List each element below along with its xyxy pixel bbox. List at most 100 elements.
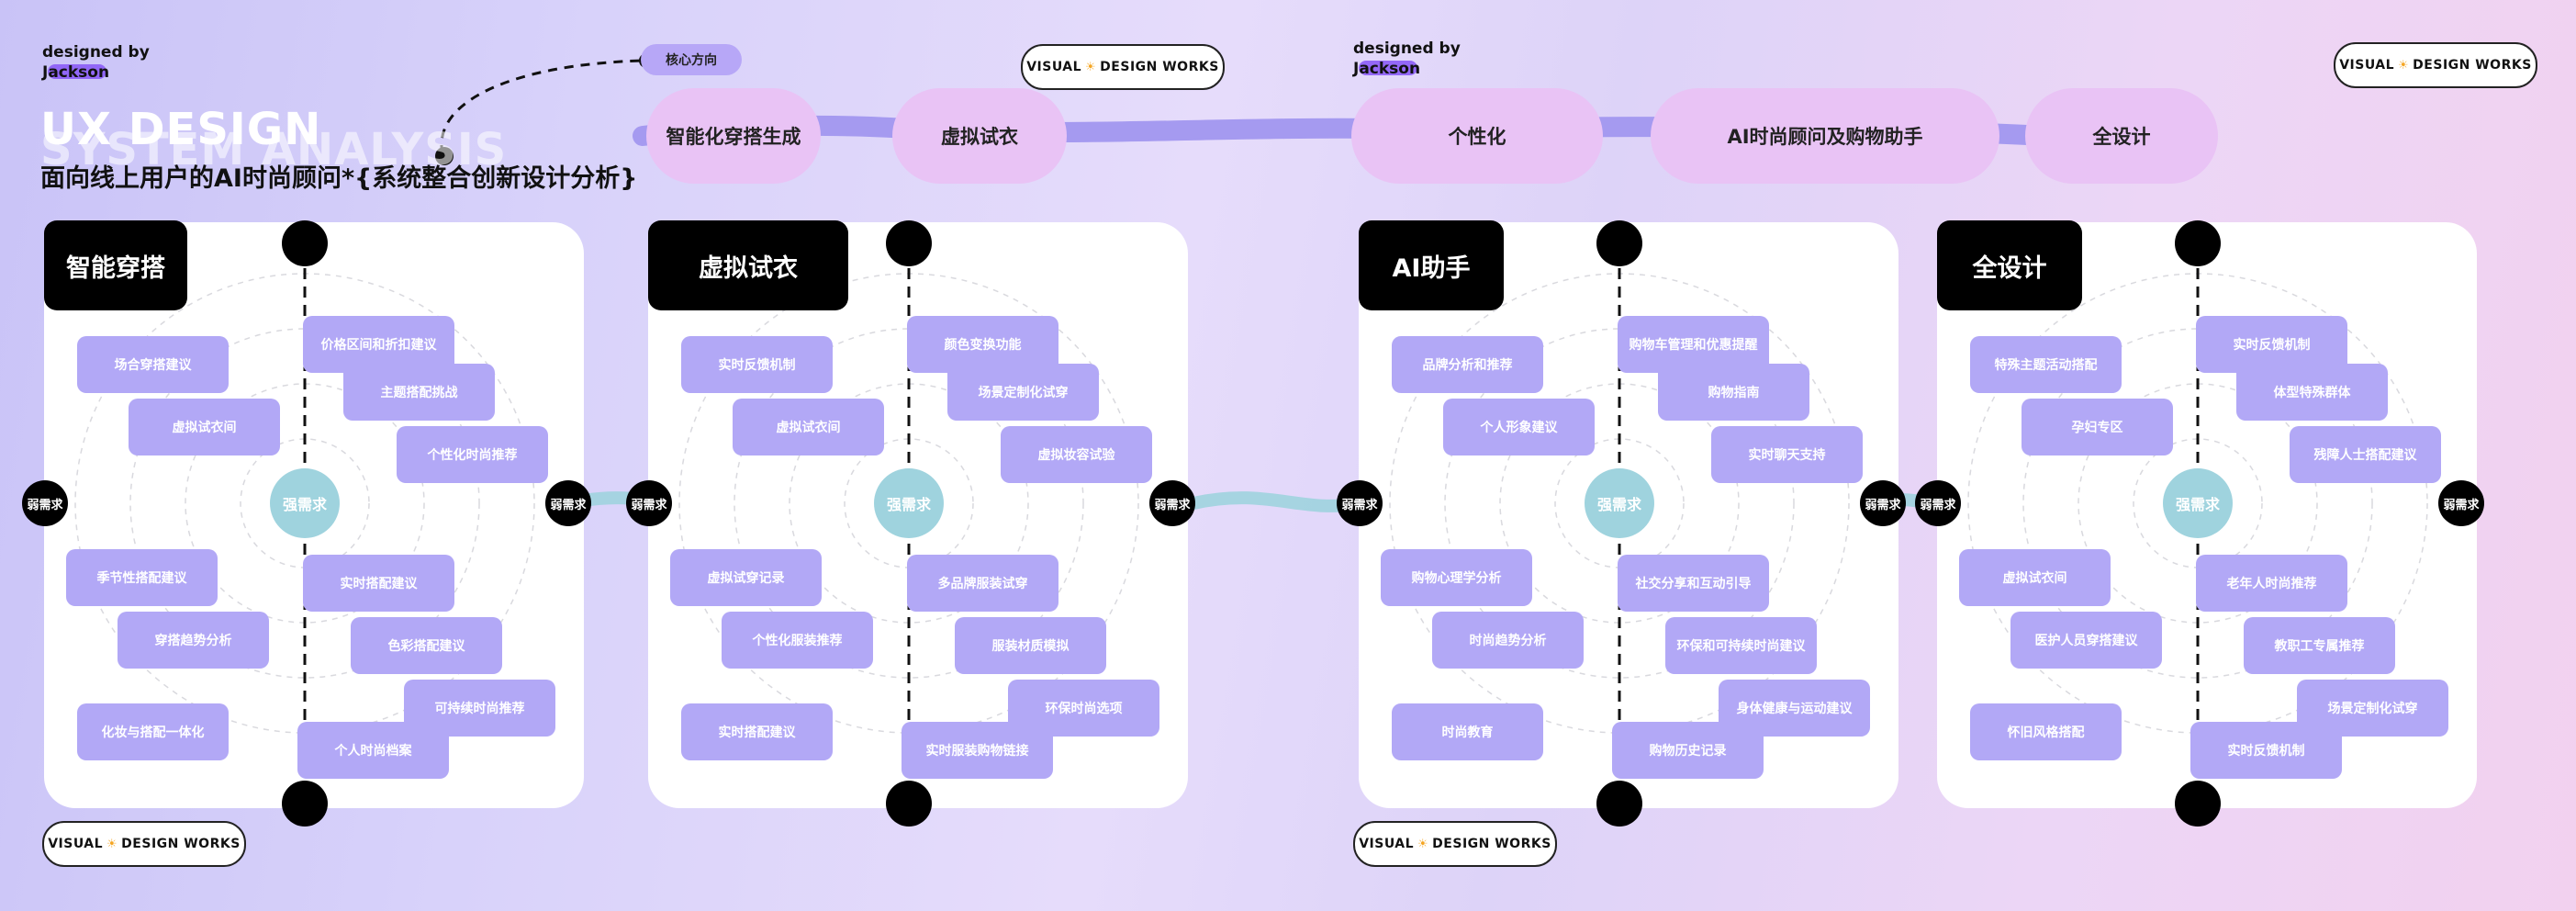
need-tag: 时尚教育 — [1392, 703, 1543, 760]
need-tag: 主题搭配挑战 — [343, 364, 495, 421]
sun-icon: ☀ — [2398, 58, 2410, 73]
need-tag: 多品牌服装试穿 — [907, 555, 1058, 612]
need-tag: 个性化时尚推荐 — [397, 426, 548, 483]
need-tag: 服装材质模拟 — [955, 617, 1106, 674]
weak-demand-node: 弱需求 — [22, 480, 68, 526]
ux-title: UX DESIGN — [40, 104, 322, 155]
designed-by-left: designed by Jackson — [42, 42, 150, 83]
need-tag: 实时聊天支持 — [1711, 426, 1863, 483]
need-tag: 医护人员穿搭建议 — [2010, 612, 2162, 669]
need-tag: 个人形象建议 — [1443, 399, 1595, 456]
need-tag: 虚拟试穿记录 — [670, 549, 822, 606]
need-tag: 购物心理学分析 — [1381, 549, 1532, 606]
need-tag: 虚拟妆容试验 — [1001, 426, 1152, 483]
weak-demand-node: 弱需求 — [1915, 480, 1961, 526]
need-tag: 色彩搭配建议 — [351, 617, 502, 674]
pill-virtual-tryon: 虚拟试衣 — [892, 88, 1067, 184]
designer-name: Jackson — [42, 63, 110, 82]
need-tag: 虚拟试衣间 — [733, 399, 884, 456]
ring — [1444, 328, 1795, 679]
need-tag: 体型特殊群体 — [2236, 364, 2388, 421]
need-tag: 怀旧风格搭配 — [1970, 703, 2122, 760]
need-tag: 教职工专属推荐 — [2244, 617, 2395, 674]
need-tag: 特殊主题活动搭配 — [1970, 336, 2122, 393]
axis-top-dot — [886, 220, 932, 266]
need-tag: 老年人时尚推荐 — [2196, 555, 2347, 612]
sun-icon: ☀ — [1417, 837, 1429, 851]
card-title: 虚拟试衣 — [648, 220, 848, 310]
designed-by-text: designed by — [1353, 39, 1461, 58]
axis-bottom-dot — [1596, 781, 1642, 827]
need-tag: 孕妇专区 — [2022, 399, 2173, 456]
axis-bottom-dot — [886, 781, 932, 827]
brand-badge-bottom-center: VISUAL ☀ DESIGN WORKS — [1353, 821, 1557, 867]
weak-demand-node: 弱需求 — [626, 480, 672, 526]
weak-demand-node: 弱需求 — [1149, 480, 1195, 526]
need-tag: 个人时尚档案 — [297, 722, 449, 779]
axis-bottom-dot — [282, 781, 328, 827]
need-tag: 化妆与搭配一体化 — [77, 703, 229, 760]
brand-badge-top-center: VISUAL ☀ DESIGN WORKS — [1021, 44, 1225, 90]
ux-subtitle: SYSTEM ANALYSIS — [40, 124, 508, 175]
pill-personalization: 个性化 — [1351, 88, 1603, 184]
ring — [734, 328, 1084, 679]
brand-badge-word-visual: VISUAL — [1026, 60, 1082, 74]
strong-demand-node: 强需求 — [2163, 468, 2233, 538]
brand-badge-word-design: DESIGN WORKS — [121, 837, 241, 851]
pill-smart-outfit: 智能化穿搭生成 — [646, 88, 821, 184]
need-tag: 实时反馈机制 — [681, 336, 833, 393]
need-tag: 购物历史记录 — [1612, 722, 1764, 779]
core-arrow-start-dot — [435, 147, 454, 165]
weak-demand-node: 弱需求 — [1860, 480, 1906, 526]
need-tag: 环保和可持续时尚建议 — [1665, 617, 1817, 674]
weak-demand-node: 弱需求 — [2438, 480, 2484, 526]
weak-demand-node: 弱需求 — [545, 480, 591, 526]
strong-demand-node: 强需求 — [1585, 468, 1654, 538]
need-tag: 个性化服装推荐 — [722, 612, 873, 669]
pill-full-design: 全设计 — [2025, 88, 2218, 184]
need-tag: 残障人士搭配建议 — [2290, 426, 2441, 483]
brand-badge-top-right: VISUAL ☀ DESIGN WORKS — [2334, 42, 2537, 88]
need-tag: 价格区间和折扣建议 — [303, 316, 454, 373]
need-tag: 社交分享和互动引导 — [1618, 555, 1769, 612]
card-title: 智能穿搭 — [44, 220, 187, 310]
axis-top-dot — [282, 220, 328, 266]
weak-demand-node: 弱需求 — [1337, 480, 1383, 526]
brand-badge-word-design: DESIGN WORKS — [2413, 58, 2532, 73]
axis-top-dot — [1596, 220, 1642, 266]
need-tag: 实时反馈机制 — [2196, 316, 2347, 373]
designed-by-text: designed by — [42, 43, 150, 62]
sun-icon: ☀ — [1085, 60, 1097, 74]
strong-demand-node: 强需求 — [270, 468, 340, 538]
need-tag: 场合穿搭建议 — [77, 336, 229, 393]
need-tag: 实时搭配建议 — [303, 555, 454, 612]
need-tag: 穿搭趋势分析 — [118, 612, 269, 669]
need-tag: 虚拟试衣间 — [1959, 549, 2111, 606]
need-tag: 实时搭配建议 — [681, 703, 833, 760]
need-tag: 购物指南 — [1658, 364, 1809, 421]
need-tag: 品牌分析和推荐 — [1392, 336, 1543, 393]
brand-badge-word-visual: VISUAL — [48, 837, 104, 851]
brand-badge-word-visual: VISUAL — [1359, 837, 1415, 851]
need-tag: 购物车管理和优惠提醒 — [1618, 316, 1769, 373]
need-tag: 虚拟试衣间 — [129, 399, 280, 456]
need-tag: 实时服装购物链接 — [902, 722, 1053, 779]
need-tag: 实时反馈机制 — [2190, 722, 2342, 779]
card-title: 全设计 — [1937, 220, 2082, 310]
ring — [129, 328, 480, 679]
need-tag: 季节性搭配建议 — [66, 549, 218, 606]
designed-by-center: designed by Jackson — [1353, 39, 1461, 79]
brand-badge-word-design: DESIGN WORKS — [1432, 837, 1551, 851]
need-tag: 颜色变换功能 — [907, 316, 1058, 373]
strong-demand-node: 强需求 — [874, 468, 944, 538]
axis-bottom-dot — [2175, 781, 2221, 827]
brand-badge-bottom-left: VISUAL ☀ DESIGN WORKS — [42, 821, 246, 867]
card-title: AI助手 — [1359, 220, 1504, 310]
core-direction-arrow — [440, 59, 644, 155]
need-tag: 场景定制化试穿 — [947, 364, 1099, 421]
brand-badge-word-design: DESIGN WORKS — [1100, 60, 1219, 74]
axis-top-dot — [2175, 220, 2221, 266]
ring — [2022, 328, 2373, 679]
brand-badge-word-visual: VISUAL — [2339, 58, 2395, 73]
main-title: 面向线上用户的AI时尚顾问*{系统整合创新设计分析} — [40, 164, 638, 193]
